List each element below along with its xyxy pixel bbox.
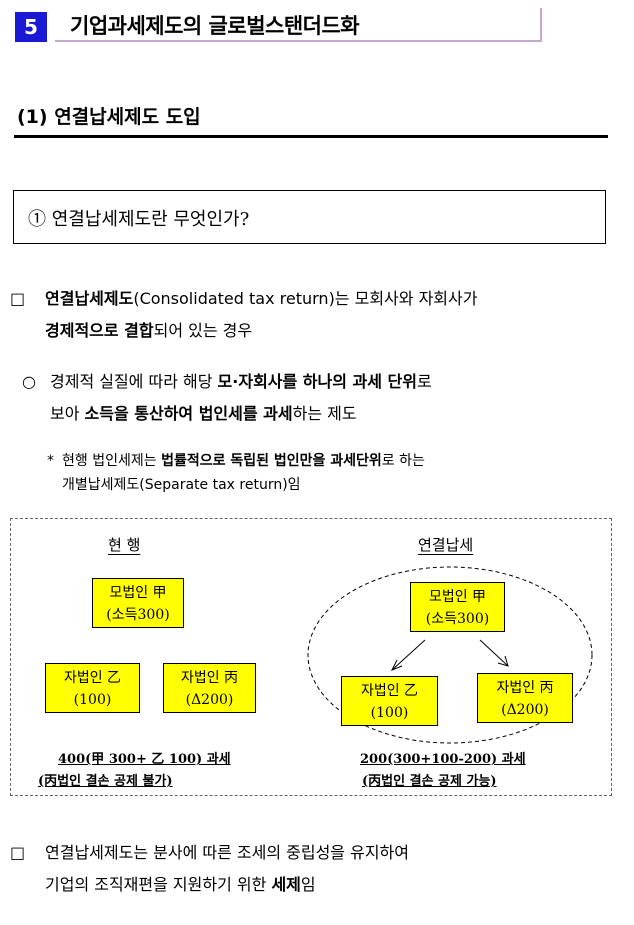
subsection-title: (1) 연결납세제도 도입 [17, 106, 201, 128]
bullet1-bold-phrase: 경제적으로 결합 [45, 321, 154, 340]
note-line2: 개별납세제도(Separate tax return)임 [62, 477, 301, 493]
section-number-badge: 5 [15, 12, 47, 42]
right-child1-name: 자법인 乙 [360, 683, 419, 699]
left-child1-name: 자법인 乙 [63, 670, 122, 686]
right-parent-name: 모법인 甲 [428, 589, 487, 605]
right-child1-box: 자법인 乙 (100) [341, 676, 438, 726]
section-underline [55, 40, 540, 42]
sub-bullet-marker: ○ [22, 372, 36, 391]
right-parent-box: 모법인 甲 (소득300) [410, 582, 505, 632]
bullet2-marker: □ [10, 843, 26, 862]
bullet1-text: (Consolidated tax return)는 모회사와 자회사가 [133, 289, 478, 308]
sub1-text4: 하는 제도 [292, 404, 357, 423]
right-caption-1: 200(300+100-200) 과세 [360, 752, 526, 767]
bullet2-line1: 연결납세제도는 분사에 따른 조세의 중립성을 유지하여 [45, 843, 409, 862]
right-child2-name: 자법인 丙 [496, 680, 554, 696]
sub1-text2: 로 [416, 372, 432, 391]
note-line1: 현행 법인세제는 법률적으로 독립된 법인만을 과세단위로 하는 [62, 449, 425, 473]
right-child2-income: (Δ200) [501, 702, 549, 718]
right-parent-income: (소득300) [425, 611, 490, 627]
sub1-text3: 보아 [50, 404, 85, 423]
left-child2-income: (Δ200) [185, 692, 234, 708]
bullet2-text3: 임 [300, 875, 316, 894]
bullet1-text2: 되어 있는 경우 [153, 321, 253, 340]
bullet2-bold: 세제 [271, 875, 301, 894]
subsection-rule [14, 135, 608, 138]
consolidation-ellipse [307, 566, 593, 744]
sub1-line2: 보아 소득을 통산하여 법인세를 과세하는 제도 [50, 398, 357, 430]
note-text: 현행 법인세제는 [62, 453, 162, 469]
bullet1-bold-term: 연결납세제도 [45, 289, 134, 308]
left-child1-box: 자법인 乙 (100) [45, 663, 140, 713]
diagram-frame [10, 518, 612, 796]
sub1-bold2: 소득을 통산하여 법인세를 과세 [84, 404, 293, 423]
question-box [13, 190, 606, 244]
bullet-marker: □ [10, 289, 26, 308]
bullet1-line1: 연결납세제도(Consolidated tax return)는 모회사와 자회… [45, 283, 477, 315]
left-child1-income: (100) [73, 692, 112, 708]
left-caption-1: 400(甲 300+ 乙 100) 과세 [58, 752, 231, 767]
current-label: 현 행 [108, 536, 141, 554]
question-text: ① 연결납세제도란 무엇인가? [28, 209, 250, 230]
right-child2-box: 자법인 丙 (Δ200) [477, 673, 573, 723]
left-child2-box: 자법인 丙 (Δ200) [163, 663, 256, 713]
arrow-to-child2 [479, 639, 509, 667]
sub1-line1: 경제적 실질에 따라 해당 모·자회사를 하나의 과세 단위로 [50, 366, 432, 398]
note-marker: * [47, 453, 54, 469]
left-parent-income: (소득300) [106, 607, 170, 623]
right-caption-2: (丙법인 결손 공제 가능) [362, 774, 497, 789]
left-parent-box: 모법인 甲 (소득300) [92, 578, 184, 628]
section-divider [540, 8, 542, 42]
left-parent-name: 모법인 甲 [109, 585, 167, 601]
arrow-to-child1 [391, 639, 426, 671]
note-text2: 로 하는 [381, 453, 425, 469]
right-child1-income: (100) [370, 705, 409, 721]
left-child2-name: 자법인 丙 [180, 670, 239, 686]
bullet2-line2: 기업의 조직재편을 지원하기 위한 세제임 [45, 869, 316, 901]
consolidated-label: 연결납세 [418, 536, 474, 554]
bullet1-line2: 경제적으로 결합되어 있는 경우 [45, 315, 252, 347]
section-title: 기업과세제도의 글로벌스탠더드화 [70, 14, 360, 38]
sub1-bold: 모·자회사를 하나의 과세 단위 [217, 372, 417, 391]
sub1-text: 경제적 실질에 따라 해당 [50, 372, 218, 391]
left-caption-2: (丙법인 결손 공제 불가) [38, 774, 173, 789]
note-bold: 법률적으로 독립된 법인만을 과세단위 [161, 453, 382, 469]
bullet2-text2: 기업의 조직재편을 지원하기 위한 [45, 875, 272, 894]
